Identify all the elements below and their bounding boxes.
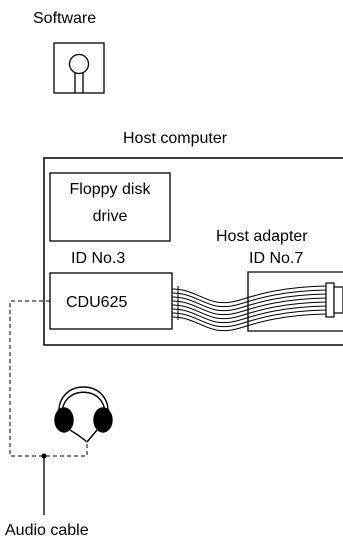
floppy-disk-drive-box [49, 172, 171, 242]
ribbon-cable-connector-right [325, 282, 343, 318]
cdu-id-label: ID No.3 [71, 250, 125, 267]
floppy-disk-icon [53, 42, 105, 94]
audio-cable-label: Audio cable [5, 522, 89, 539]
host-adapter-label: Host adapter [216, 228, 308, 245]
host-computer-label: Host computer [123, 130, 228, 147]
host-computer-box [43, 157, 343, 346]
cdu625-label: CDU625 [66, 294, 127, 311]
headphones-icon [54, 386, 113, 443]
ribbon-cable-connector-left [171, 286, 179, 320]
audio-cable [9, 300, 88, 457]
floppy-disk-drive-label-line2: drive [93, 208, 128, 225]
ribbon-cable [171, 285, 327, 332]
floppy-disk-drive-label-line1: Floppy disk [70, 181, 152, 198]
software-label: Software [33, 10, 96, 27]
host-adapter-id-label: ID No.7 [249, 250, 303, 267]
